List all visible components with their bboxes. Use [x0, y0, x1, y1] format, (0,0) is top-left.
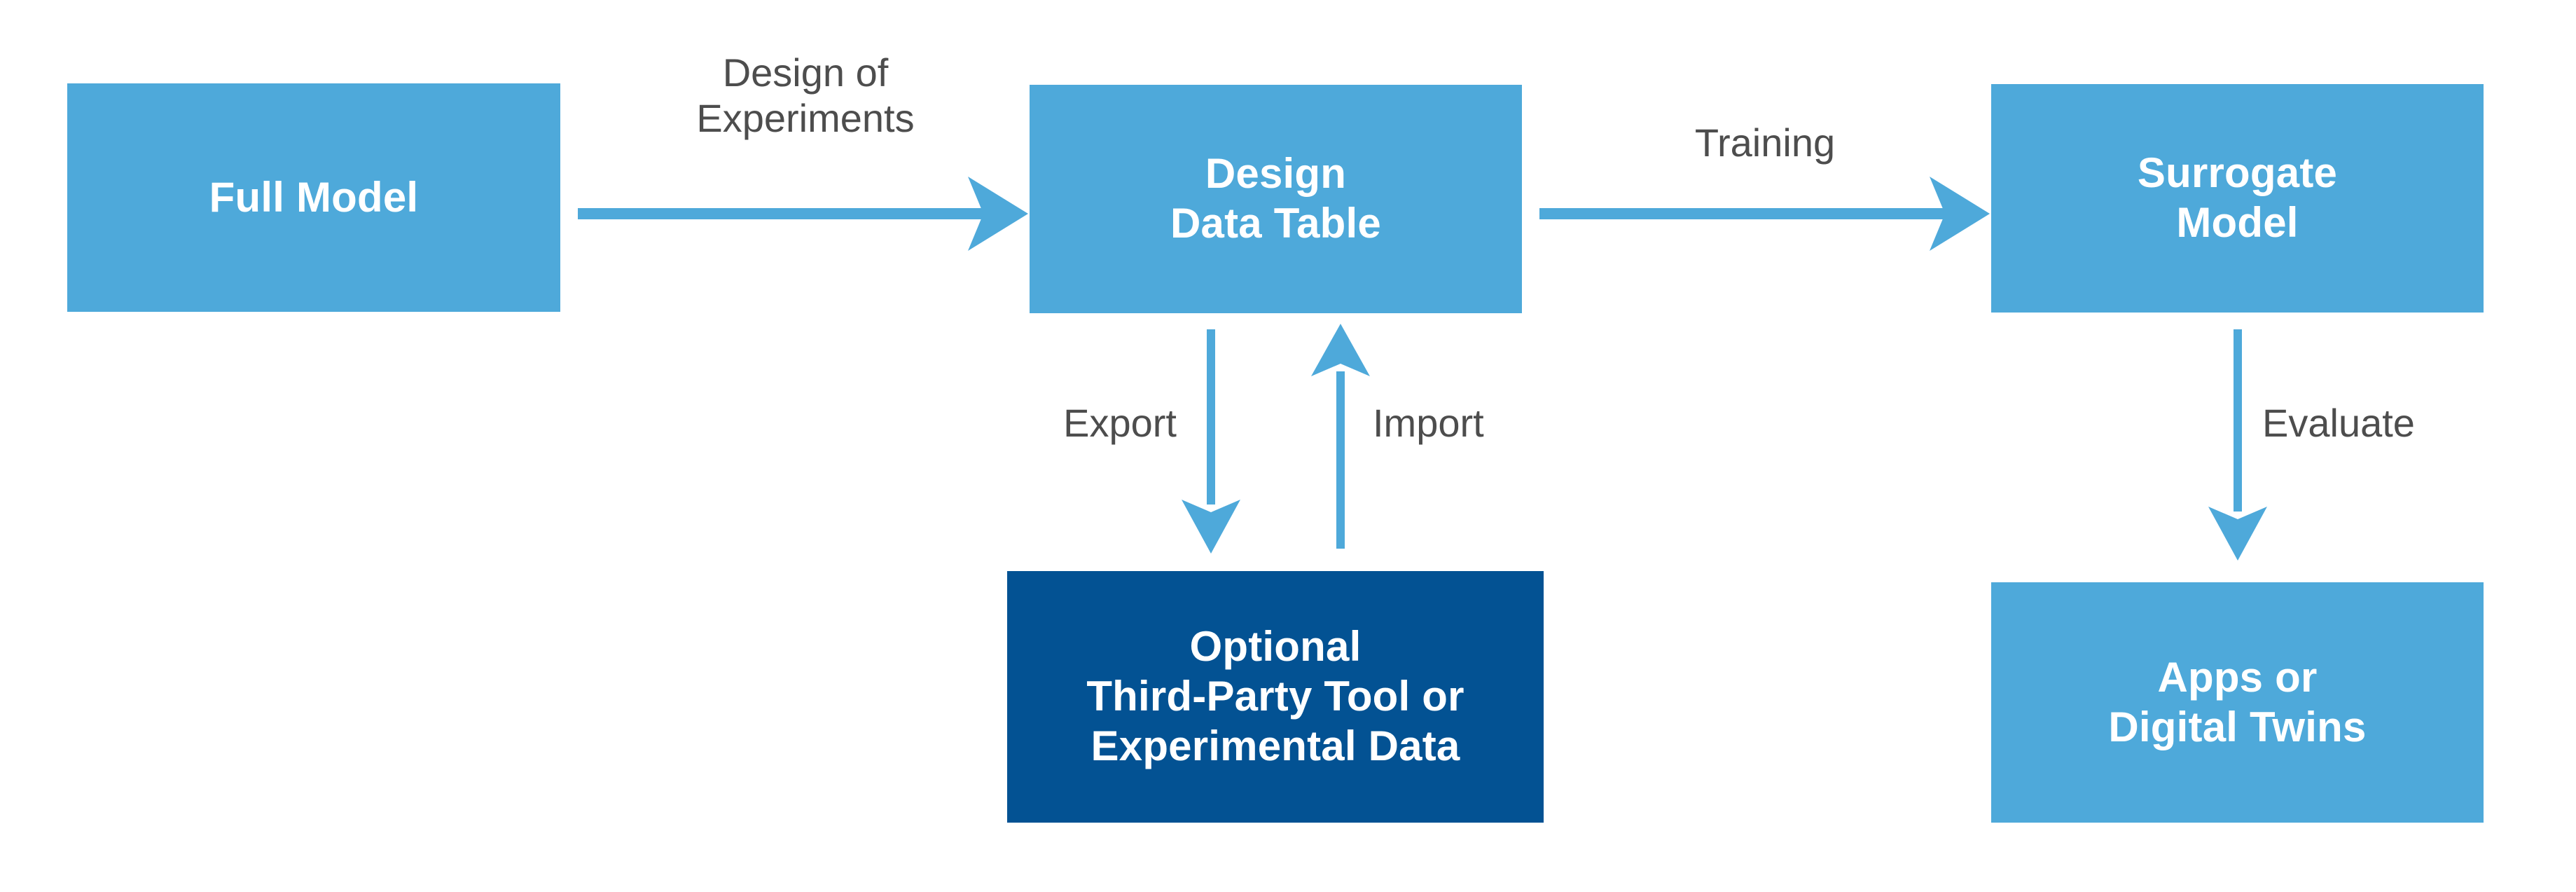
node-surrogate-model-label: Surrogate Model — [2137, 149, 2338, 246]
node-surrogate-model[interactable]: Surrogate Model — [1991, 84, 2484, 313]
arrow-evaluate-icon — [2208, 329, 2267, 561]
edge-label-export: Export — [1063, 401, 1177, 445]
node-optional-third-party-tool-label: Optional Third-Party Tool or Experimenta… — [1086, 623, 1464, 769]
arrow-design-of-experiments-icon — [578, 177, 1028, 251]
node-design-data-table-label: Design Data Table — [1170, 150, 1381, 247]
node-full-model-label: Full Model — [209, 173, 419, 221]
node-apps-or-digital-twins-label: Apps or Digital Twins — [2108, 653, 2367, 750]
edge-label-import: Import — [1373, 401, 1484, 445]
node-full-model[interactable]: Full Model — [67, 83, 560, 312]
node-apps-or-digital-twins[interactable]: Apps or Digital Twins — [1991, 582, 2484, 823]
arrow-import-icon — [1311, 324, 1370, 549]
arrow-export-icon — [1182, 329, 1240, 554]
edge-label-evaluate: Evaluate — [2262, 401, 2415, 445]
node-optional-third-party-tool[interactable]: Optional Third-Party Tool or Experimenta… — [1007, 571, 1544, 823]
node-design-data-table[interactable]: Design Data Table — [1030, 85, 1522, 313]
edge-label-design-of-experiments: Design of Experiments — [696, 50, 915, 140]
edge-label-training: Training — [1694, 121, 1836, 165]
arrow-training-icon — [1539, 177, 1990, 251]
